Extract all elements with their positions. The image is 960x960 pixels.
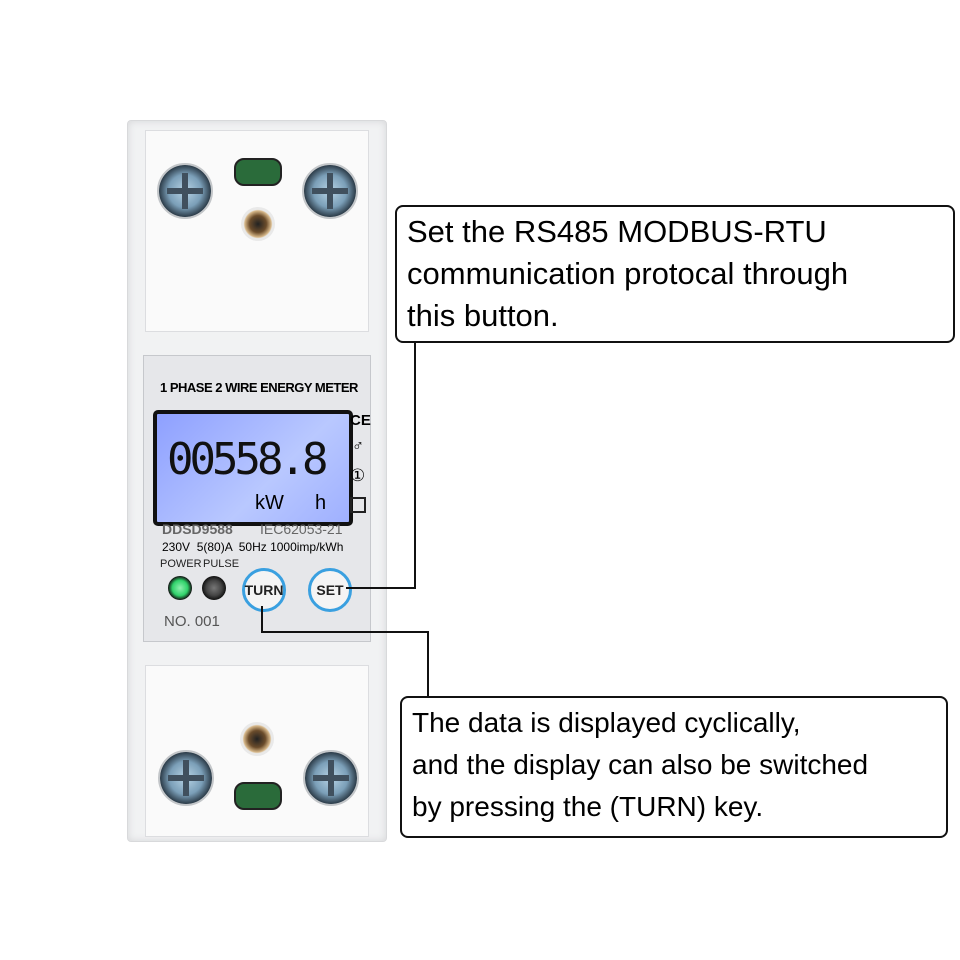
set-leader-line — [414, 340, 416, 589]
callout-line: this button. — [407, 298, 559, 333]
screw-icon — [303, 750, 359, 806]
callout-line: communication protocal through — [407, 256, 849, 291]
callout-line: The data is displayed cyclically, — [412, 707, 801, 738]
screw-icon — [158, 750, 214, 806]
screw-icon — [157, 163, 213, 219]
meter-title: 1 PHASE 2 WIRE ENERGY METER — [160, 380, 358, 395]
terminal-connector — [234, 782, 282, 810]
turn-leader-line — [261, 631, 429, 633]
unit-kw: kW — [255, 492, 284, 514]
ground-icon: ♂ — [352, 438, 364, 455]
standard: IEC62053-21 — [260, 521, 343, 537]
callout-line: by pressing the (TURN) key. — [412, 791, 764, 822]
power-label: POWER — [160, 558, 202, 570]
pulse-label: PULSE — [203, 558, 240, 570]
pulse-led — [202, 576, 226, 600]
energy-reading: 00558.8 — [167, 434, 328, 485]
serial-number: NO. 001 — [164, 613, 220, 630]
callout-line: Set the RS485 MODBUS-RTU — [407, 214, 827, 249]
turn-callout: The data is displayed cyclically, and th… — [400, 696, 948, 838]
mount-hole — [240, 722, 274, 756]
unit-h: h — [315, 492, 327, 514]
callout-line: and the display can also be switched — [412, 749, 869, 780]
class-one-icon: ① — [350, 466, 366, 485]
turn-leader-line — [427, 631, 429, 698]
terminal-connector — [234, 158, 282, 186]
lcd-display: 00558.8 kW h — [153, 410, 353, 526]
set-callout: Set the RS485 MODBUS-RTU communication p… — [395, 205, 955, 343]
set-leader-line — [346, 587, 416, 589]
model-number: DDSD9588 — [162, 521, 233, 537]
turn-leader-line — [261, 606, 263, 633]
turn-button[interactable]: TURN — [242, 568, 286, 612]
double-insulation-icon — [350, 497, 366, 513]
specs: 230V 5(80)A 50Hz 1000imp/kWh — [162, 540, 344, 554]
screw-icon — [302, 163, 358, 219]
set-button[interactable]: SET — [308, 568, 352, 612]
ce-mark: CE — [350, 412, 371, 429]
power-led — [168, 576, 192, 600]
mount-hole — [241, 207, 275, 241]
